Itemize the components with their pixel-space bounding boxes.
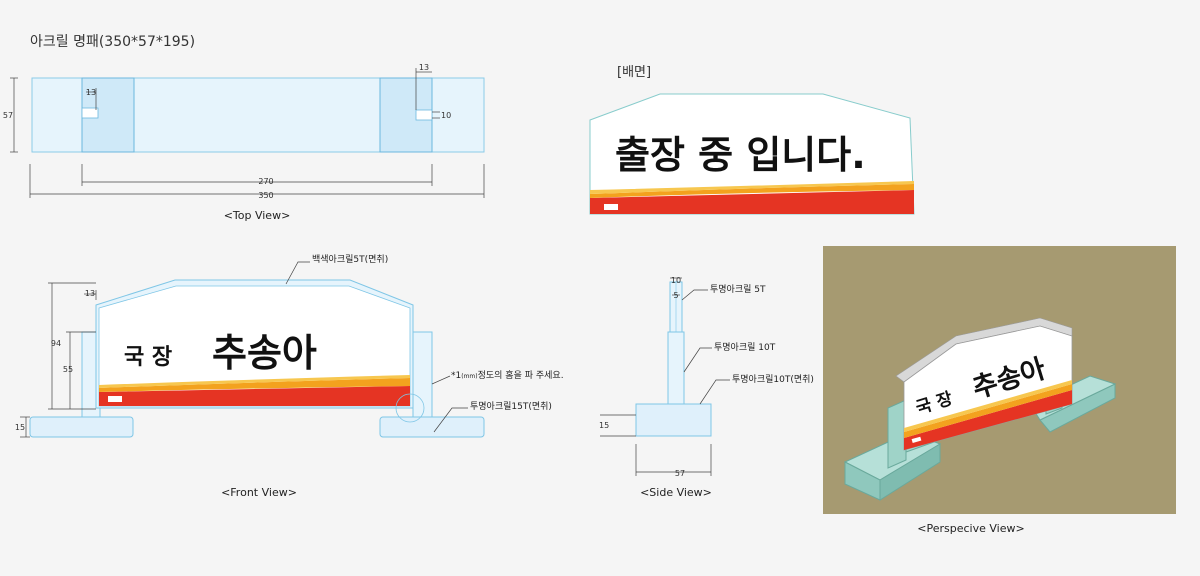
- page-title: 아크릴 명패(350*57*195): [30, 34, 195, 50]
- back-red-band: [590, 190, 914, 214]
- note-side-5t: 투명아크릴 5T: [710, 284, 766, 295]
- top-left-slot: [81, 107, 99, 119]
- back-yellow-stripe: [590, 181, 914, 194]
- front-rank: 국 장: [124, 345, 172, 370]
- caption-top-view: <Top View>: [224, 209, 291, 222]
- dim-front-base-h: 15: [15, 423, 25, 432]
- dim-side-mid: 5: [673, 291, 678, 300]
- top-view: 57 13 13 10 270 350 <Top View>: [3, 63, 485, 222]
- front-post-right: [412, 331, 433, 418]
- note-groove: *1(mm)정도의 홈을 파 주세요.: [451, 369, 564, 381]
- dim-side-depth: 57: [675, 469, 685, 478]
- front-base-right: [379, 416, 485, 438]
- back-orange-stripe: [590, 184, 914, 198]
- note-side-10t-chamfer: 투명아크릴10T(면취): [732, 374, 814, 385]
- groove-marker-circle: [395, 393, 425, 423]
- dim-front-panel-h: 55: [63, 365, 73, 374]
- front-name: 추송아: [212, 331, 317, 375]
- dim-top-inner: 270: [258, 177, 273, 186]
- side-view: 10 5 15 57 투명아크릴 5T 투명아크릴 10T 투명아크릴10T(면…: [599, 276, 814, 499]
- back-label: [배면]: [617, 65, 651, 80]
- caption-perspective-view: <Perspecive View>: [917, 522, 1024, 535]
- dim-front-slot: 13: [85, 289, 95, 298]
- caption-front-view: <Front View>: [221, 486, 297, 499]
- top-right-slot: [415, 109, 433, 121]
- side-post: [667, 331, 685, 405]
- front-view: 국 장 추송아 94 55 13 15 백색아크릴5T(면취) *1(mm)정도…: [15, 254, 564, 499]
- dim-top-slot-right: 13: [419, 63, 429, 72]
- dim-top-slot-left: 13: [86, 88, 96, 97]
- dim-side-top: 10: [671, 276, 681, 285]
- persp-post-left: [887, 399, 907, 469]
- back-logo: [604, 204, 618, 210]
- caption-side-view: <Side View>: [640, 486, 712, 499]
- front-base-left: [29, 416, 134, 438]
- dim-top-height: 57: [3, 111, 13, 120]
- persp-red-band: [904, 390, 1072, 450]
- front-logo: [108, 396, 122, 402]
- note-base-15t: 투명아크릴15T(면취): [470, 401, 552, 412]
- back-view: [배면] 출장 중 입니다.: [589, 65, 915, 215]
- dim-front-total-h: 94: [51, 339, 61, 348]
- back-message: 출장 중 입니다.: [615, 133, 866, 177]
- dim-top-slot-depth: 10: [441, 111, 451, 120]
- perspective-view: 국 장 추송아 <Perspecive View>: [823, 246, 1176, 535]
- front-red-band: [99, 386, 410, 406]
- dim-top-total: 350: [258, 191, 273, 200]
- dim-side-base-h: 15: [599, 421, 609, 430]
- side-base: [635, 403, 712, 437]
- front-yellow-stripe: [99, 375, 410, 388]
- front-orange-stripe: [99, 378, 410, 392]
- note-side-10t: 투명아크릴 10T: [714, 342, 776, 353]
- note-white-acrylic: 백색아크릴5T(면취): [312, 254, 388, 265]
